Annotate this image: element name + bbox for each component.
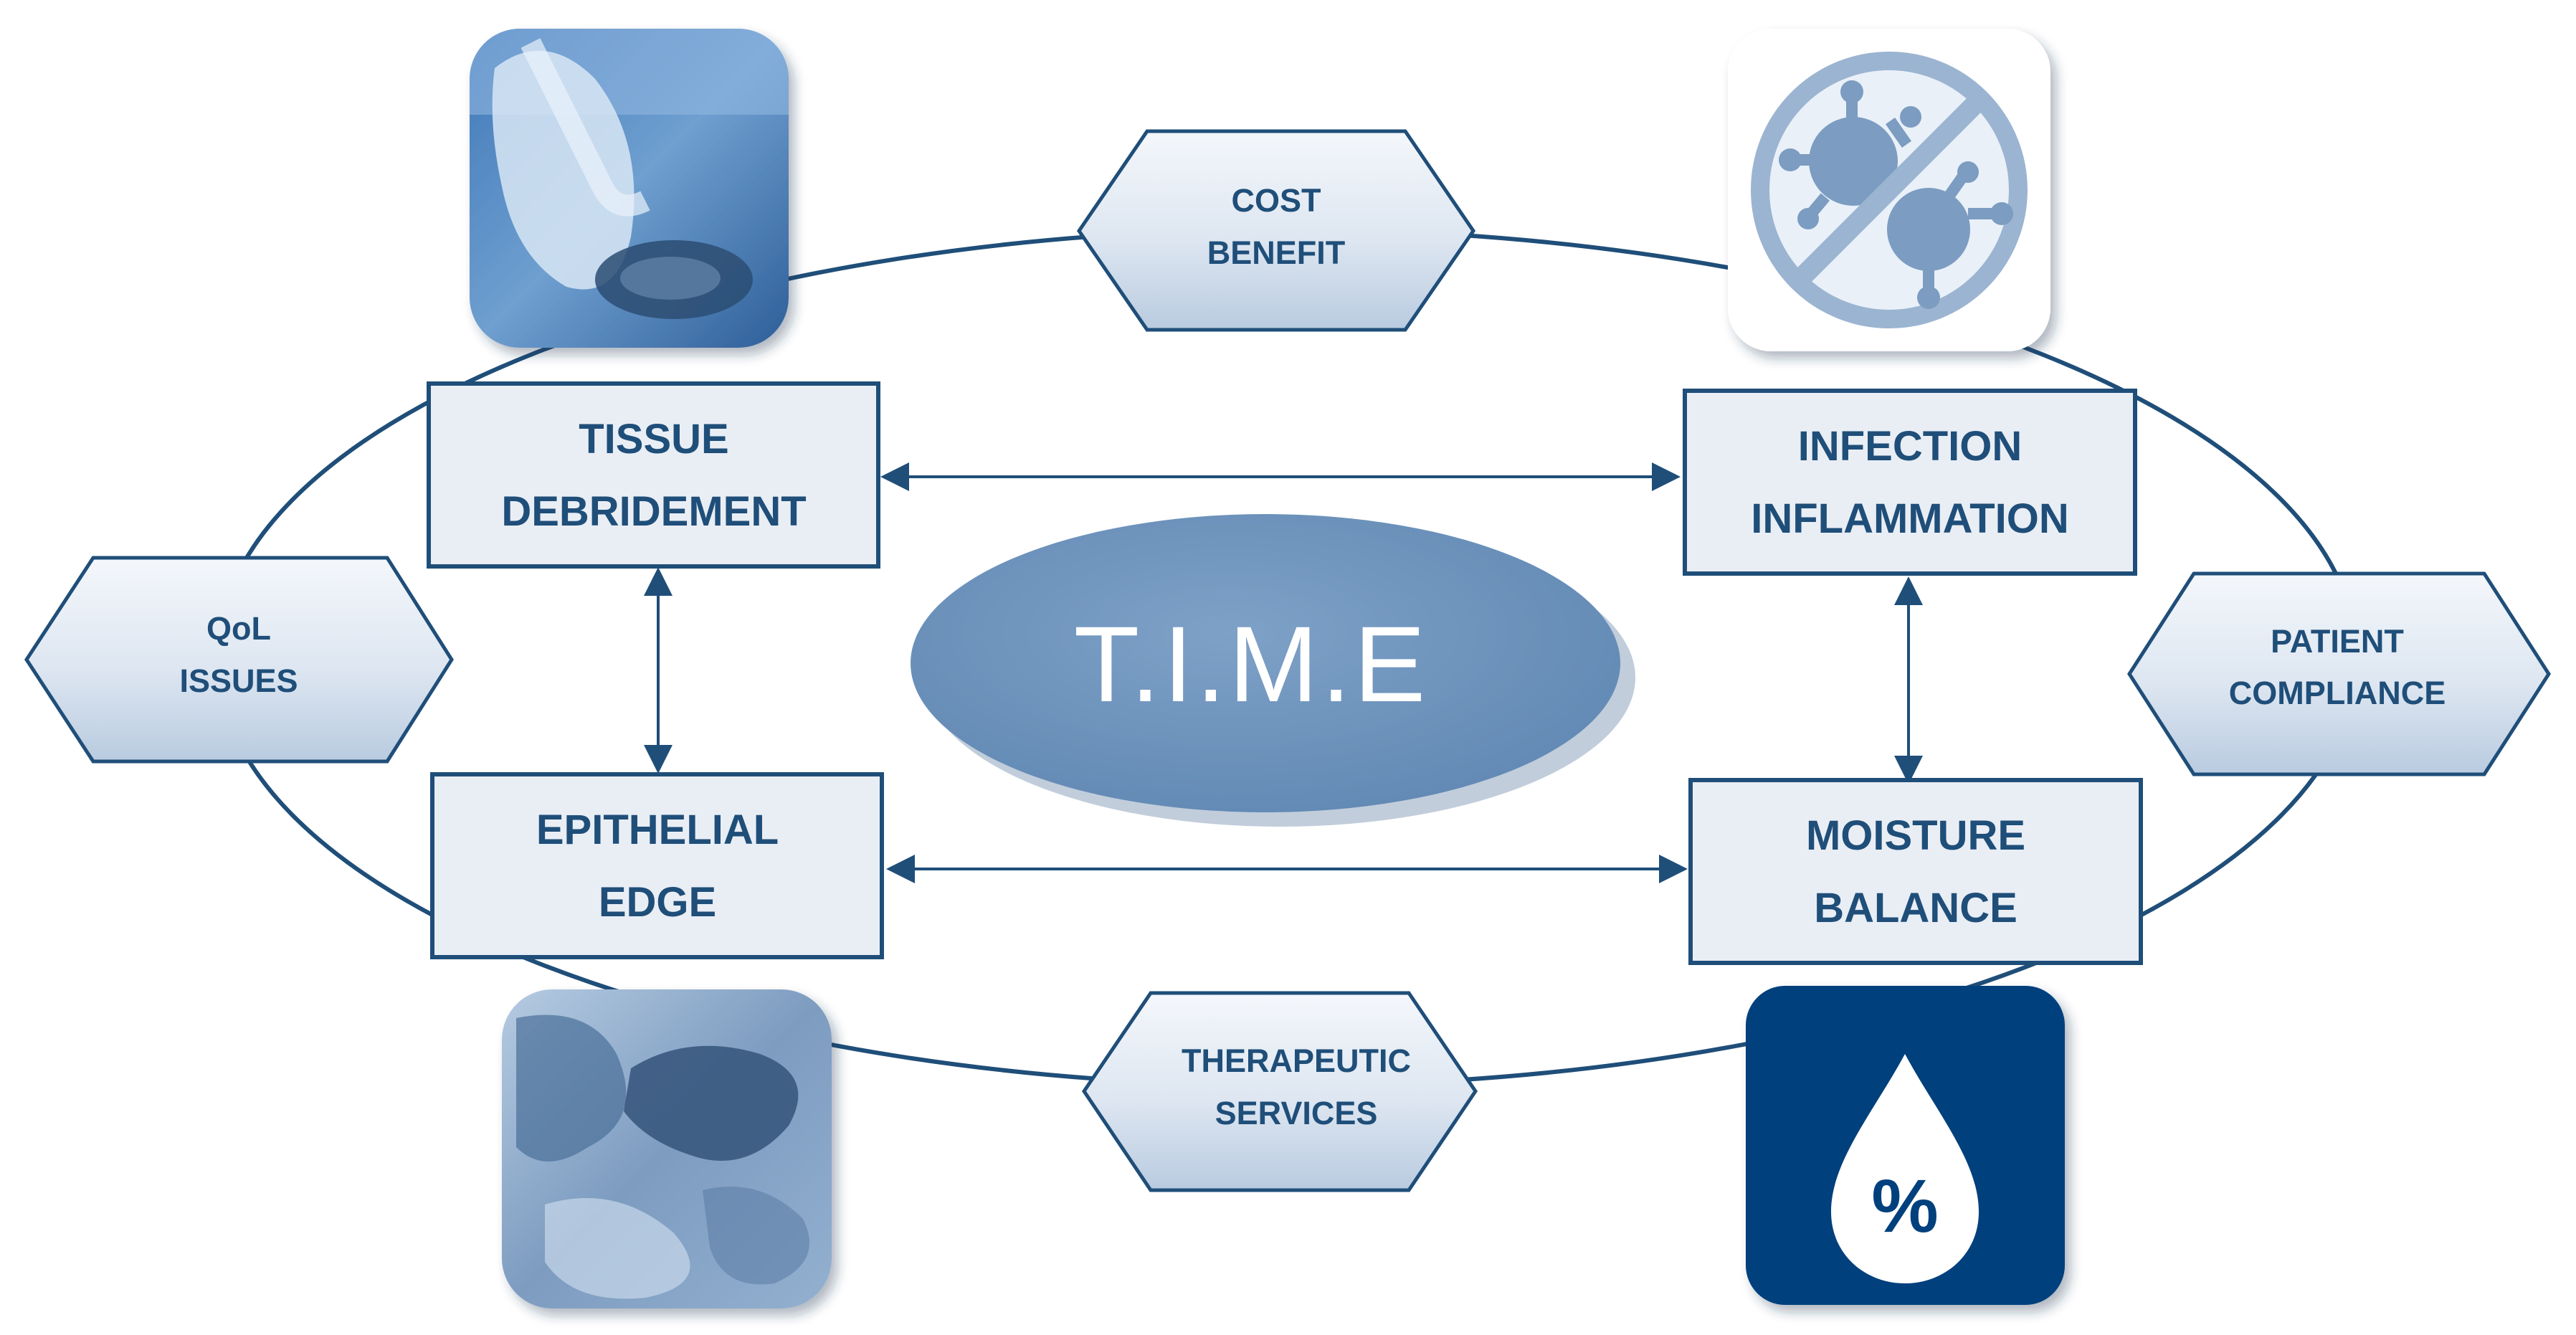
hexagon-qol-line1: QoL <box>206 610 271 647</box>
box-moisture-balance: MOISTURE BALANCE <box>1688 778 2143 965</box>
center-time-ellipse: T.I.M.E <box>911 514 1635 827</box>
box-infection-inflammation: INFECTION INFLAMMATION <box>1683 389 2137 576</box>
hexagon-patient-line2: COMPLIANCE <box>2229 675 2446 711</box>
no-germs-icon <box>1728 29 2050 351</box>
box-epithelial-line2: EDGE <box>599 879 716 926</box>
hexagon-therapeutic-line1: THERAPEUTIC <box>1182 1042 1411 1079</box>
wound-cleaning-photo-icon <box>470 29 789 348</box>
hexagon-therapeutic-services: THERAPEUTIC SERVICES <box>1081 991 1478 1192</box>
hexagon-cost-line2: BENEFIT <box>1207 234 1346 271</box>
humidity-drop-icon: % <box>1746 986 2065 1305</box>
box-moisture-line1: MOISTURE <box>1806 812 2025 859</box>
hexagon-therapeutic-line2: SERVICES <box>1215 1095 1378 1131</box>
hexagon-qol-line2: ISSUES <box>179 662 298 699</box>
box-epithelial-edge: EPITHELIAL EDGE <box>430 772 884 959</box>
center-label: T.I.M.E <box>1074 604 1429 724</box>
box-tissue-line2: DEBRIDEMENT <box>501 488 806 535</box>
box-tissue-debridement: TISSUE DEBRIDEMENT <box>427 381 880 569</box>
hexagon-qol-issues: QoL ISSUES <box>24 556 454 764</box>
box-epithelial-line1: EPITHELIAL <box>536 807 779 853</box>
box-moisture-line2: BALANCE <box>1814 885 2017 931</box>
humidity-percent-symbol: % <box>1871 1164 1938 1248</box>
wound-tissue-photo-icon <box>502 989 832 1308</box>
box-tissue-line1: TISSUE <box>579 416 729 462</box>
hexagon-cost-benefit: COST BENEFIT <box>1076 129 1476 332</box>
hexagon-patient-line1: PATIENT <box>2271 623 2404 660</box>
hexagon-cost-line1: COST <box>1231 182 1321 219</box>
hexagon-patient-compliance: PATIENT COMPLIANCE <box>2127 571 2551 776</box>
box-infection-line2: INFLAMMATION <box>1751 495 2069 542</box>
box-infection-line1: INFECTION <box>1798 423 2023 470</box>
